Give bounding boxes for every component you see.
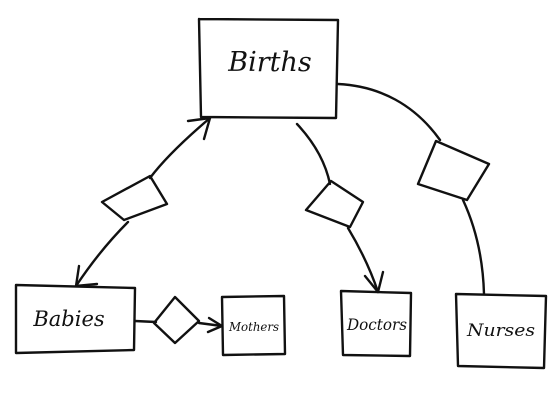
births-box xyxy=(197,17,340,120)
nurses-label: Nurses xyxy=(466,321,535,341)
doctors-label: Doctors xyxy=(346,315,407,334)
arrowhead xyxy=(363,270,385,294)
nurses-box xyxy=(454,292,548,370)
babies-box xyxy=(14,283,137,355)
relationship-diamond xyxy=(152,295,201,345)
babies-label: Babies xyxy=(32,307,105,331)
arrowhead xyxy=(206,316,224,334)
connector-line xyxy=(197,321,224,328)
arrowhead xyxy=(74,264,99,288)
doctors-box xyxy=(339,289,413,358)
connector-line xyxy=(74,220,130,288)
relationship-diamond xyxy=(416,139,491,202)
connector-line xyxy=(133,319,158,324)
entity-births: Births xyxy=(197,17,340,120)
entity-mothers: Mothers xyxy=(220,294,287,357)
entity-doctors: Doctors xyxy=(339,289,413,358)
connector-line xyxy=(461,198,486,296)
entity-nurses: Nurses xyxy=(454,292,548,370)
connector-line xyxy=(346,226,380,294)
connector-line xyxy=(336,82,442,142)
arrowhead xyxy=(186,116,212,141)
relationship-diamond xyxy=(304,179,365,229)
relation-babies-mothers xyxy=(133,295,224,345)
relation-births-nurses xyxy=(336,82,491,296)
connector-line xyxy=(295,122,332,186)
relation-births-babies xyxy=(74,116,212,288)
mothers-box xyxy=(220,294,287,357)
connector-line xyxy=(148,116,212,180)
relationship-diamond xyxy=(100,174,169,222)
relation-births-doctors xyxy=(295,122,385,294)
births-label: Births xyxy=(227,47,311,78)
entity-babies: Babies xyxy=(14,283,137,355)
mothers-label: Mothers xyxy=(228,320,279,334)
